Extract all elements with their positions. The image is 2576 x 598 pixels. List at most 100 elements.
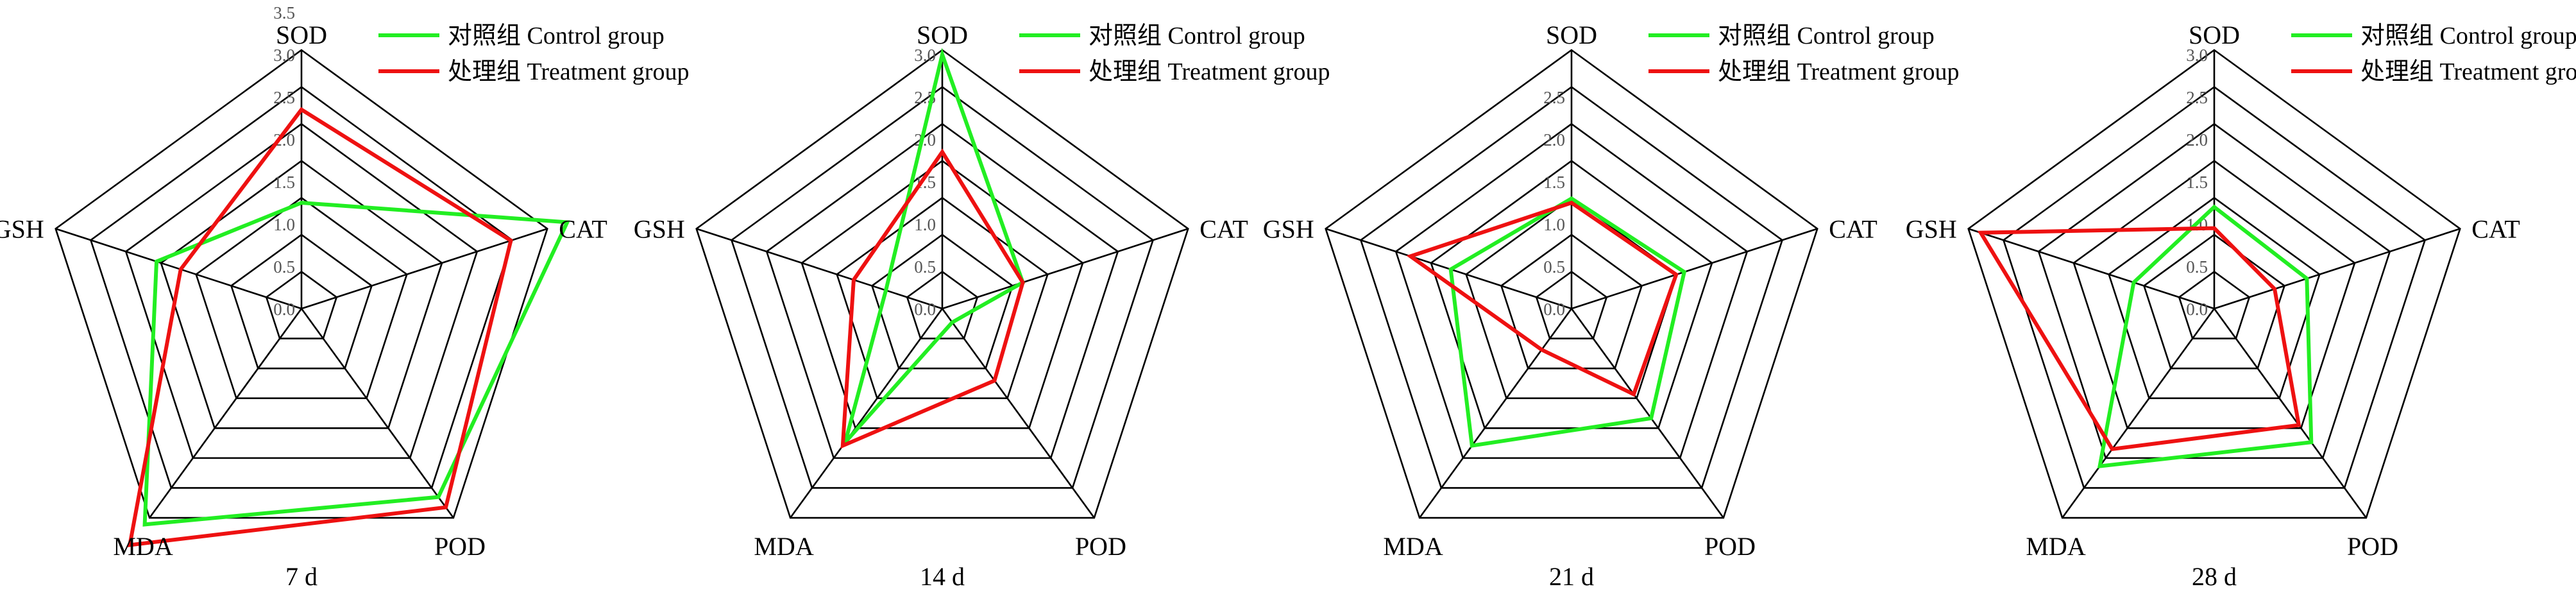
- axis-spoke: [1571, 228, 1818, 310]
- series-treatment: [840, 148, 1025, 449]
- axis-spoke: [942, 228, 1189, 310]
- tick-label: 0.0: [2186, 300, 2208, 319]
- grid-ring: [160, 160, 443, 429]
- axis-label-gsh: GSH: [1906, 214, 1957, 243]
- tick-label: 2.5: [273, 88, 295, 107]
- grid-ring: [1500, 234, 1643, 370]
- legend-label: 处理组 Treatment group: [1718, 58, 1959, 85]
- axis-label-cat: CAT: [1829, 214, 1877, 243]
- tick-label: 3.0: [273, 46, 295, 65]
- axis-spoke: [790, 308, 944, 518]
- legend-label: 处理组 Treatment group: [448, 58, 689, 85]
- tick-label: 3.5: [273, 3, 295, 22]
- grid-ring: [1430, 160, 1713, 429]
- legend-label: 对照组 Control group: [2360, 22, 2576, 49]
- tick-label: 0.5: [2186, 257, 2208, 277]
- axis-label-pod: POD: [434, 532, 486, 561]
- tick-label: 2.5: [1543, 88, 1565, 107]
- tick-label: 1.5: [2186, 173, 2208, 192]
- axis-label-mda: MDA: [2026, 532, 2085, 561]
- grid-ring: [836, 196, 1049, 400]
- series-control: [843, 47, 1026, 444]
- grid-ring: [906, 270, 979, 339]
- tick-label: 0.5: [1543, 257, 1565, 277]
- axis-label-pod: POD: [1704, 532, 1756, 561]
- axis-spoke: [149, 308, 303, 518]
- axis-label-cat: CAT: [2471, 214, 2520, 243]
- series-treatment: [1977, 226, 2301, 452]
- tick-label: 1.0: [1543, 215, 1565, 234]
- grid-ring: [265, 270, 338, 339]
- axis-label-cat: CAT: [559, 214, 607, 243]
- axis-label-cat: CAT: [1199, 214, 1248, 243]
- axis-spoke: [1570, 308, 1724, 518]
- grid-ring: [730, 85, 1155, 489]
- tick-label: 2.0: [1543, 130, 1565, 150]
- axis-label-mda: MDA: [1383, 532, 1443, 561]
- tick-label: 0.0: [1543, 300, 1565, 319]
- grid-ring: [1325, 49, 1818, 519]
- axis-label-pod: POD: [2347, 532, 2398, 561]
- axis-spoke: [2213, 308, 2367, 518]
- grid-ring: [1359, 85, 1784, 489]
- grid-ring: [2002, 85, 2427, 489]
- tick-label: 0.0: [914, 300, 936, 319]
- grid-ring: [1394, 123, 1749, 459]
- panel-label: 7 d: [285, 562, 318, 591]
- grid-ring: [1535, 270, 1608, 339]
- legend-label: 对照组 Control group: [1718, 22, 1935, 49]
- axis-label-mda: MDA: [113, 532, 173, 561]
- grid-ring: [2178, 270, 2251, 339]
- legend-label: 处理组 Treatment group: [2360, 58, 2576, 85]
- tick-label: 2.5: [2186, 88, 2208, 107]
- axis-spoke: [1968, 228, 2215, 310]
- tick-label: 0.5: [273, 257, 295, 277]
- series-control: [2097, 204, 2314, 469]
- grid-ring: [124, 123, 479, 459]
- grid-ring: [2072, 160, 2356, 429]
- grid-ring: [2142, 234, 2286, 370]
- axis-spoke: [55, 228, 302, 310]
- grid-ring: [230, 234, 373, 370]
- grid-ring: [2108, 196, 2321, 400]
- axis-label-gsh: GSH: [0, 214, 44, 243]
- grid-ring: [870, 234, 1014, 370]
- legend-label: 对照组 Control group: [1089, 22, 1305, 49]
- grid-ring: [1967, 49, 2461, 519]
- axis-label-sod: SOD: [1546, 21, 1597, 49]
- tick-label: 0.5: [914, 257, 936, 277]
- axis-label-gsh: GSH: [634, 214, 685, 243]
- axis-label-sod: SOD: [2189, 21, 2240, 49]
- axis-label-gsh: GSH: [1263, 214, 1314, 243]
- tick-label: 3.0: [914, 46, 936, 65]
- grid-ring: [801, 160, 1084, 429]
- tick-label: 0.0: [273, 300, 295, 319]
- series-control: [142, 200, 570, 527]
- series-treatment: [1406, 200, 1679, 397]
- panel-label: 28 d: [2192, 562, 2237, 591]
- panel-label: 21 d: [1549, 562, 1594, 591]
- tick-label: 1.5: [273, 173, 295, 192]
- axis-spoke: [2062, 308, 2216, 518]
- axis-spoke: [2214, 228, 2461, 310]
- tick-label: 1.0: [273, 215, 295, 234]
- axis-label-sod: SOD: [276, 21, 327, 49]
- axis-spoke: [1419, 308, 1573, 518]
- tick-label: 3.0: [2186, 46, 2208, 65]
- axis-label-pod: POD: [1075, 532, 1126, 561]
- axis-spoke: [300, 308, 454, 518]
- axis-spoke: [696, 228, 943, 310]
- axis-spoke: [301, 228, 548, 310]
- axis-spoke: [941, 308, 1095, 518]
- tick-label: 2.0: [2186, 130, 2208, 150]
- series-control: [1448, 196, 1687, 448]
- grid-ring: [695, 49, 1189, 519]
- grid-ring: [55, 49, 548, 519]
- grid-ring: [195, 196, 408, 400]
- axis-spoke: [1325, 228, 1572, 310]
- series-treatment: [127, 107, 513, 547]
